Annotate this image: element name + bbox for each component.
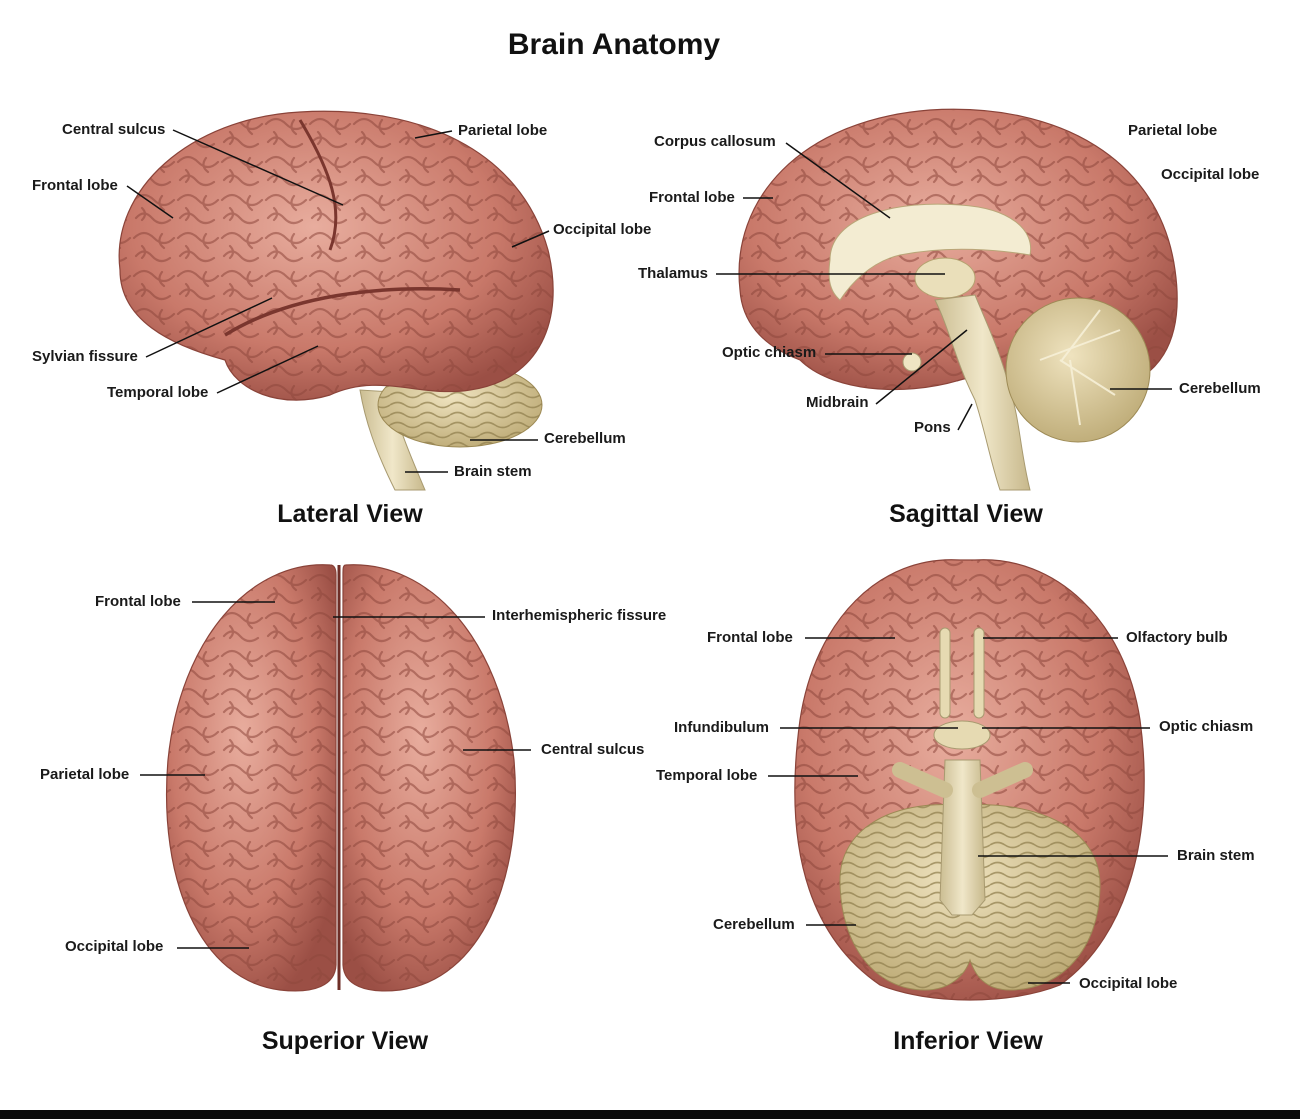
sagittal-optic-chiasm: [902, 352, 922, 372]
superior-view-illustration: [165, 564, 516, 992]
label-cerebellum: Cerebellum: [1179, 380, 1261, 397]
label-frontal-lobe: Frontal lobe: [95, 593, 181, 610]
label-optic-chiasm: Optic chiasm: [722, 344, 817, 361]
label-frontal-lobe: Frontal lobe: [707, 629, 793, 646]
label-interhemispheric-fissure: Interhemispheric fissure: [492, 607, 667, 624]
inferior-olfactory-bulb-right: [973, 627, 985, 719]
inferior-view-title: Inferior View: [893, 1027, 1043, 1055]
label-pons: Pons: [914, 419, 951, 436]
label-parietal-lobe: Parietal lobe: [458, 122, 548, 139]
label-occipital-lobe: Occipital lobe: [1079, 975, 1178, 992]
superior-view-title: Superior View: [261, 1027, 429, 1055]
lateral-view-title: Lateral View: [277, 500, 423, 528]
inferior-brain-stem: [939, 759, 986, 916]
label-temporal-lobe: Temporal lobe: [107, 384, 209, 401]
label-infundibulum: Infundibulum: [674, 719, 769, 736]
label-corpus-callosum: Corpus callosum: [654, 133, 776, 150]
sagittal-view-illustration: [738, 108, 1178, 491]
label-occipital-lobe: Occipital lobe: [553, 221, 652, 238]
label-brain-stem: Brain stem: [1177, 847, 1255, 864]
label-temporal-lobe: Temporal lobe: [656, 767, 758, 784]
label-optic-chiasm: Optic chiasm: [1159, 718, 1254, 735]
label-central-sulcus: Central sulcus: [62, 121, 166, 138]
lateral-view-illustration: [118, 110, 554, 491]
label-olfactory-bulb: Olfactory bulb: [1126, 629, 1228, 646]
label-cerebellum: Cerebellum: [544, 430, 626, 447]
inferior-optic-chiasm: [933, 720, 991, 750]
inferior-olfactory-bulb-left: [939, 627, 951, 719]
page-title: Brain Anatomy: [507, 28, 721, 61]
label-parietal-lobe: Parietal lobe: [40, 766, 130, 783]
leader-lines: [126, 129, 1172, 984]
sagittal-view-title: Sagittal View: [889, 500, 1043, 528]
sagittal-cerebellum: [1005, 297, 1151, 443]
label-brain-stem: Brain stem: [454, 463, 532, 480]
sagittal-brain-stem: [934, 294, 1031, 491]
inferior-view-illustration: [794, 559, 1145, 1001]
label-frontal-lobe: Frontal lobe: [649, 189, 735, 206]
bottom-bar: [0, 1110, 1300, 1119]
label-cerebellum: Cerebellum: [713, 916, 795, 933]
sagittal-thalamus: [914, 257, 976, 299]
label-frontal-lobe: Frontal lobe: [32, 177, 118, 194]
label-sylvian-fissure: Sylvian fissure: [32, 348, 138, 365]
sagittal-corpus-callosum: [828, 203, 1032, 301]
label-parietal-lobe: Parietal lobe: [1128, 122, 1218, 139]
label-central-sulcus: Central sulcus: [541, 741, 645, 758]
label-thalamus: Thalamus: [638, 265, 709, 282]
label-occipital-lobe: Occipital lobe: [65, 938, 164, 955]
label-midbrain: Midbrain: [806, 394, 869, 411]
label-occipital-lobe: Occipital lobe: [1161, 166, 1260, 183]
